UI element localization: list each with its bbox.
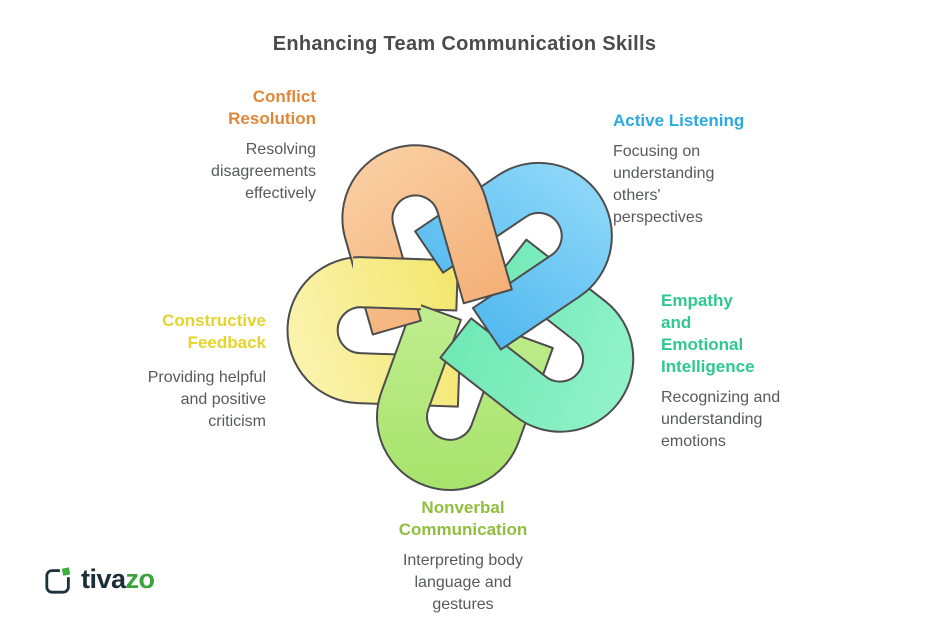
tivazo-wordmark: tivazo — [81, 564, 155, 595]
section-heading: Constructive Feedback — [162, 311, 266, 352]
section-heading: Active Listening — [613, 111, 745, 130]
section-description: Focusing on understanding others' perspe… — [613, 143, 715, 226]
section-heading: Nonverbal Communication — [398, 498, 528, 539]
page-title: Enhancing Team Communication Skills — [272, 33, 657, 55]
tivazo-logo: tivazo — [44, 564, 155, 595]
wordmark-dark-part: tiva — [81, 564, 126, 594]
petal-constructive-feedback-overlap — [353, 256, 421, 352]
section-description: Interpreting body language and gestures — [402, 552, 524, 613]
section-nonverbal-communication: Nonverbal Communication Interpreting bod… — [378, 497, 548, 616]
logo-leaf-tab — [61, 566, 71, 576]
section-conflict-resolution: Conflict Resolution Resolving disagreeme… — [184, 86, 316, 205]
section-heading: Empathy and Emotional Intelligence — [661, 291, 755, 376]
section-empathy-emotional-intelligence: Empathy and Emotional Intelligence Recog… — [661, 290, 801, 453]
section-description: Resolving disagreements effectively — [211, 141, 316, 202]
wordmark-green-part: zo — [125, 564, 156, 594]
section-active-listening: Active Listening Focusing on understandi… — [613, 110, 763, 229]
section-description: Providing helpful and positive criticism — [147, 369, 266, 430]
section-constructive-feedback: Constructive Feedback Providing helpful … — [126, 310, 266, 433]
logo-square-outline — [45, 568, 70, 594]
tivazo-logo-icon — [45, 565, 73, 594]
section-heading: Conflict Resolution — [228, 87, 316, 128]
section-description: Recognizing and understanding emotions — [661, 389, 781, 450]
